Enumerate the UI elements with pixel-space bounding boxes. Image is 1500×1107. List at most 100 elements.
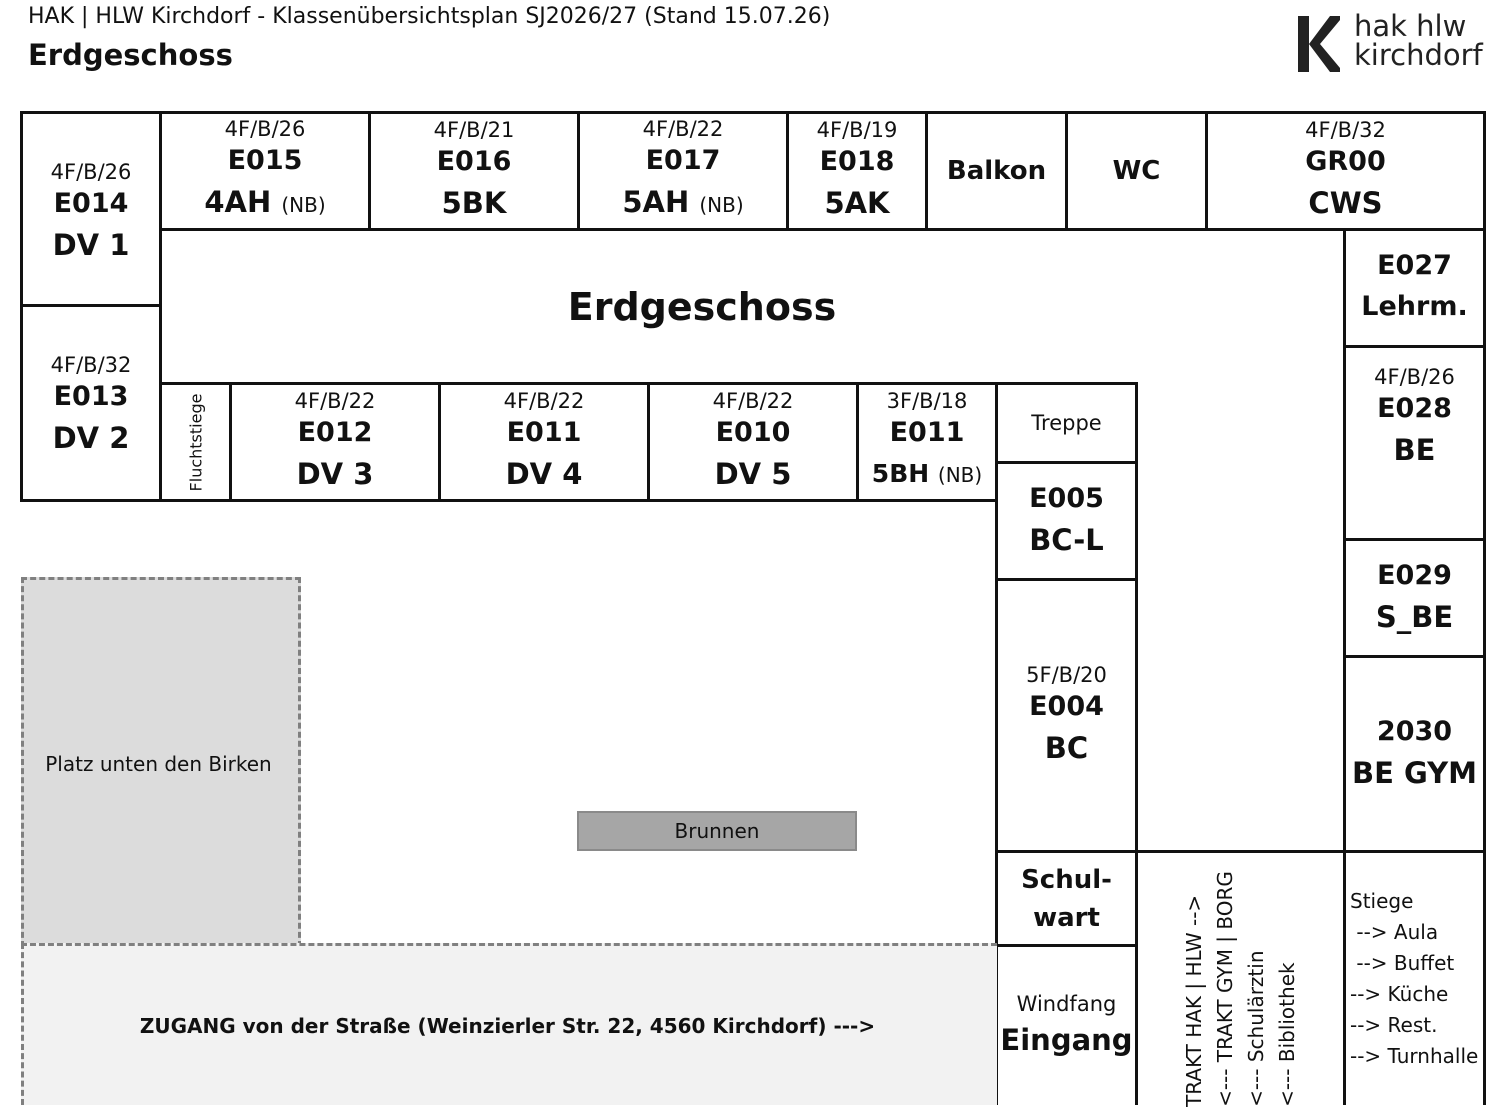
room-treppe[interactable]: Treppe	[995, 382, 1138, 464]
room-number: E013	[53, 381, 129, 412]
platz-area: Platz unten den Birken	[21, 577, 301, 947]
room-capacity: 4F/B/22	[294, 389, 376, 413]
room-capacity: 3F/B/18	[886, 388, 968, 413]
room-capacity: 4F/B/22	[712, 389, 794, 413]
room-label-line-1: Schul-	[1021, 864, 1112, 895]
room-capacity: 4F/B/22	[642, 116, 724, 141]
room-number: E014	[53, 188, 129, 219]
room-e012[interactable]: 4F/B/22 E012 DV 3	[229, 382, 441, 502]
room-e018[interactable]: 4F/B/19 E018 5AK	[786, 111, 928, 231]
brunnen-area: Brunnen	[577, 811, 857, 851]
document-title: HAK | HLW Kirchdorf - Klassenübersichtsp…	[28, 4, 831, 29]
room-number: E011	[889, 416, 965, 448]
room-eingang[interactable]: Windfang Eingang	[995, 944, 1138, 1105]
trakt-line: <--- Bibliothek	[1274, 962, 1299, 1107]
room-capacity: 4F/B/32	[50, 353, 132, 377]
room-number: 2030	[1376, 716, 1453, 747]
room-capacity: 4F/B/26	[50, 160, 132, 184]
room-number: E015	[227, 144, 303, 176]
room-label: WC	[1112, 156, 1161, 186]
room-class: DV 2	[52, 421, 130, 455]
room-fluchtstiege[interactable]: Fluchtstiege	[159, 382, 232, 502]
room-class: 5BH (NB)	[872, 452, 982, 497]
room-e005[interactable]: E005 BC-L	[995, 461, 1138, 581]
room-e016[interactable]: 4F/B/21 E016 5BK	[368, 111, 580, 231]
room-e010[interactable]: 4F/B/22 E010 DV 5	[647, 382, 859, 502]
room-number: E028	[1377, 393, 1452, 424]
room-e015[interactable]: 4F/B/26 E015 4AH (NB)	[159, 111, 371, 231]
school-logo-text: hak hlw kirchdorf	[1354, 12, 1483, 70]
room-wc[interactable]: WC	[1065, 111, 1208, 231]
room-number: E027	[1377, 250, 1452, 281]
room-number: E005	[1029, 483, 1104, 514]
room-class-name: 5BH	[871, 458, 930, 488]
room-class: 5AK	[824, 186, 890, 220]
room-schulwart[interactable]: Schul- wart	[995, 850, 1138, 947]
platz-label: Platz unten den Birken	[45, 751, 272, 776]
trakt-rotated-text: TRAKT HAK | HLW --> <--- TRAKT GYM | BOR…	[1179, 871, 1303, 1107]
room-number: GR00	[1305, 146, 1386, 177]
room-e013[interactable]: 4F/B/32 E013 DV 2	[20, 304, 162, 502]
room-class: DV 3	[296, 457, 374, 491]
floor-title: Erdgeschoss	[28, 38, 233, 72]
room-class: 4AH (NB)	[204, 180, 325, 227]
trakt-directions[interactable]: TRAKT HAK | HLW --> <--- TRAKT GYM | BOR…	[1135, 850, 1346, 1107]
room-label: Balkon	[946, 156, 1047, 186]
stiege-line: --> Turnhalle	[1350, 1044, 1479, 1068]
room-class: Lehrm.	[1361, 291, 1468, 322]
room-number: E012	[297, 417, 373, 448]
brunnen-label: Brunnen	[674, 819, 760, 843]
room-e014[interactable]: 4F/B/26 E014 DV 1	[20, 111, 162, 307]
room-class-name: 5AH	[622, 184, 690, 219]
room-e017[interactable]: 4F/B/22 E017 5AH (NB)	[577, 111, 789, 231]
room-class: S_BE	[1375, 600, 1454, 634]
room-e004[interactable]: 5F/B/20 E004 BC	[995, 578, 1138, 853]
trakt-line: TRAKT HAK | HLW -->	[1181, 894, 1206, 1107]
stiege-line: --> Buffet	[1350, 951, 1455, 975]
room-capacity: 4F/B/26	[1374, 365, 1455, 389]
room-number: E016	[436, 146, 512, 177]
room-capacity: 4F/B/21	[433, 118, 515, 142]
room-2030[interactable]: 2030 BE GYM	[1343, 655, 1486, 853]
room-number: E004	[1029, 690, 1104, 722]
stiege-line: --> Rest.	[1350, 1013, 1438, 1037]
room-class: BE	[1393, 433, 1436, 467]
room-balkon[interactable]: Balkon	[925, 111, 1068, 231]
room-capacity: 4F/B/19	[816, 118, 898, 142]
trakt-line: <--- TRAKT GYM | BORG	[1212, 871, 1237, 1107]
room-class: BC-L	[1029, 523, 1104, 557]
k-logo-icon	[1298, 16, 1340, 72]
stiege-directions[interactable]: Stiege --> Aula --> Buffet --> Küche -->…	[1343, 850, 1486, 1105]
room-number: E029	[1377, 560, 1452, 591]
room-e029[interactable]: E029 S_BE	[1343, 538, 1486, 658]
room-capacity: 4F/B/32	[1305, 118, 1386, 142]
room-capacity: 5F/B/20	[1026, 662, 1107, 687]
zugang-label: ZUGANG von der Straße (Weinzierler Str. …	[139, 1013, 876, 1038]
room-e011-5bh[interactable]: 3F/B/18 E011 5BH (NB)	[856, 382, 998, 502]
trakt-line: <--- Schulärztin	[1243, 950, 1268, 1107]
room-label-line-2: wart	[1033, 902, 1100, 933]
room-class: DV 5	[714, 457, 792, 491]
room-number: E011	[506, 417, 582, 448]
nb-note: (NB)	[281, 192, 326, 217]
room-class: Eingang	[1000, 1023, 1133, 1057]
room-label: Treppe	[1031, 411, 1102, 435]
room-e028[interactable]: 4F/B/26 E028 BE	[1343, 345, 1486, 541]
room-capacity: Windfang	[1016, 992, 1117, 1016]
room-number: E010	[715, 417, 791, 448]
room-gr00[interactable]: 4F/B/32 GR00 CWS	[1205, 111, 1486, 231]
room-class: DV 1	[52, 228, 130, 262]
logo-line-2: kirchdorf	[1354, 38, 1483, 72]
stiege-line: Stiege	[1350, 889, 1414, 913]
room-class: 5BK	[441, 186, 507, 220]
room-class: BC	[1044, 730, 1089, 765]
room-e011-dv4[interactable]: 4F/B/22 E011 DV 4	[438, 382, 650, 502]
room-label: Fluchtstiege	[186, 393, 205, 491]
room-e027[interactable]: E027 Lehrm.	[1343, 228, 1486, 348]
room-class: BE GYM	[1351, 756, 1478, 790]
room-number: E017	[645, 144, 721, 176]
zugang-area: ZUGANG von der Straße (Weinzierler Str. …	[21, 943, 997, 1105]
logo-line-1: hak hlw	[1354, 9, 1467, 43]
room-number: E018	[819, 146, 895, 177]
center-floor-label: Erdgeschoss	[567, 284, 837, 329]
